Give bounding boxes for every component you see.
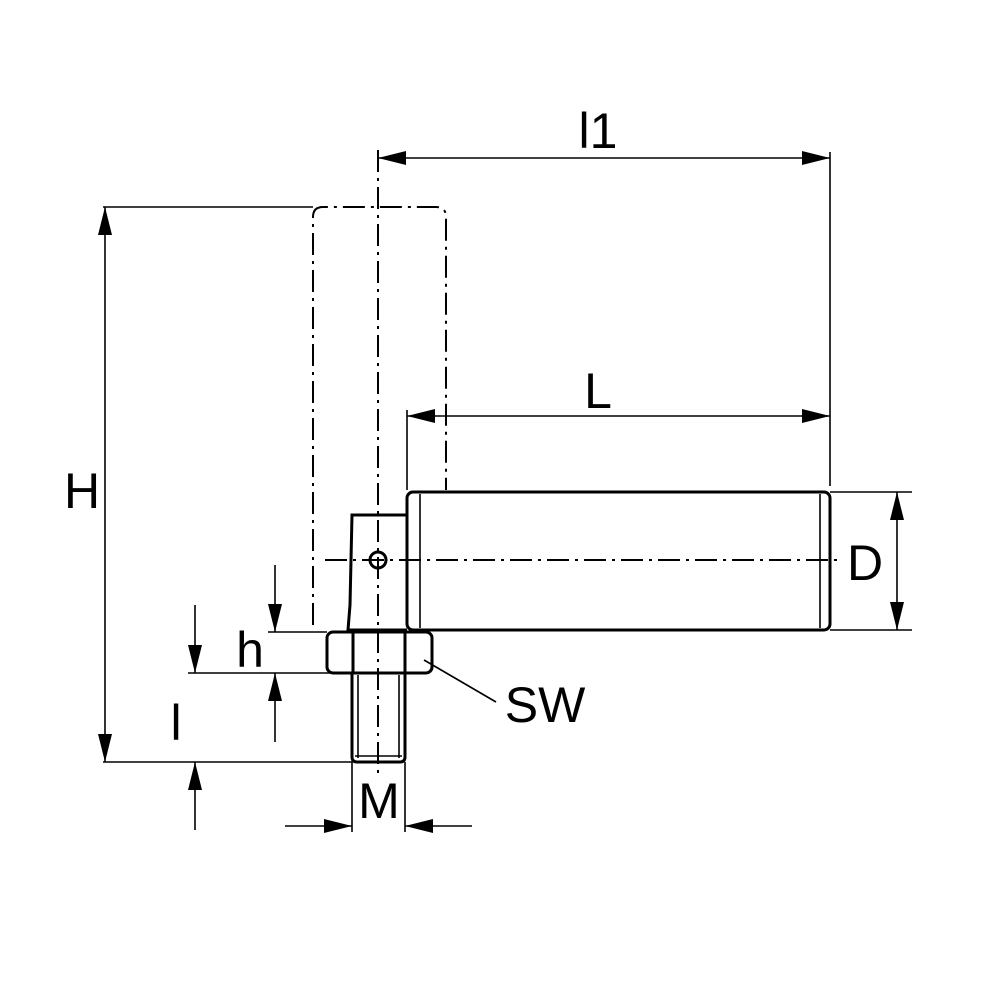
threaded-stud: [350, 673, 407, 764]
label-D: D: [847, 535, 883, 591]
dimension-SW: SW: [423, 659, 586, 733]
dimension-M: M: [285, 762, 472, 833]
handle-outline: [312, 206, 447, 625]
label-h: h: [236, 622, 264, 678]
hex-nut: [325, 630, 434, 675]
label-l: l: [170, 695, 181, 751]
label-l1: l1: [579, 103, 618, 159]
dimension-H: H: [64, 206, 352, 763]
dimension-D: D: [830, 491, 912, 631]
dimension-L: L: [406, 363, 830, 490]
dimension-l: l: [170, 605, 202, 830]
dimension-l1: l1: [378, 103, 831, 486]
label-M: M: [358, 773, 400, 829]
pin-cylinder: [405, 490, 832, 632]
dimension-h: h: [188, 565, 330, 742]
mount-block: [346, 513, 407, 632]
label-L: L: [584, 363, 612, 419]
label-H: H: [64, 463, 100, 519]
label-SW: SW: [505, 677, 586, 733]
pin-hole: [368, 550, 388, 570]
